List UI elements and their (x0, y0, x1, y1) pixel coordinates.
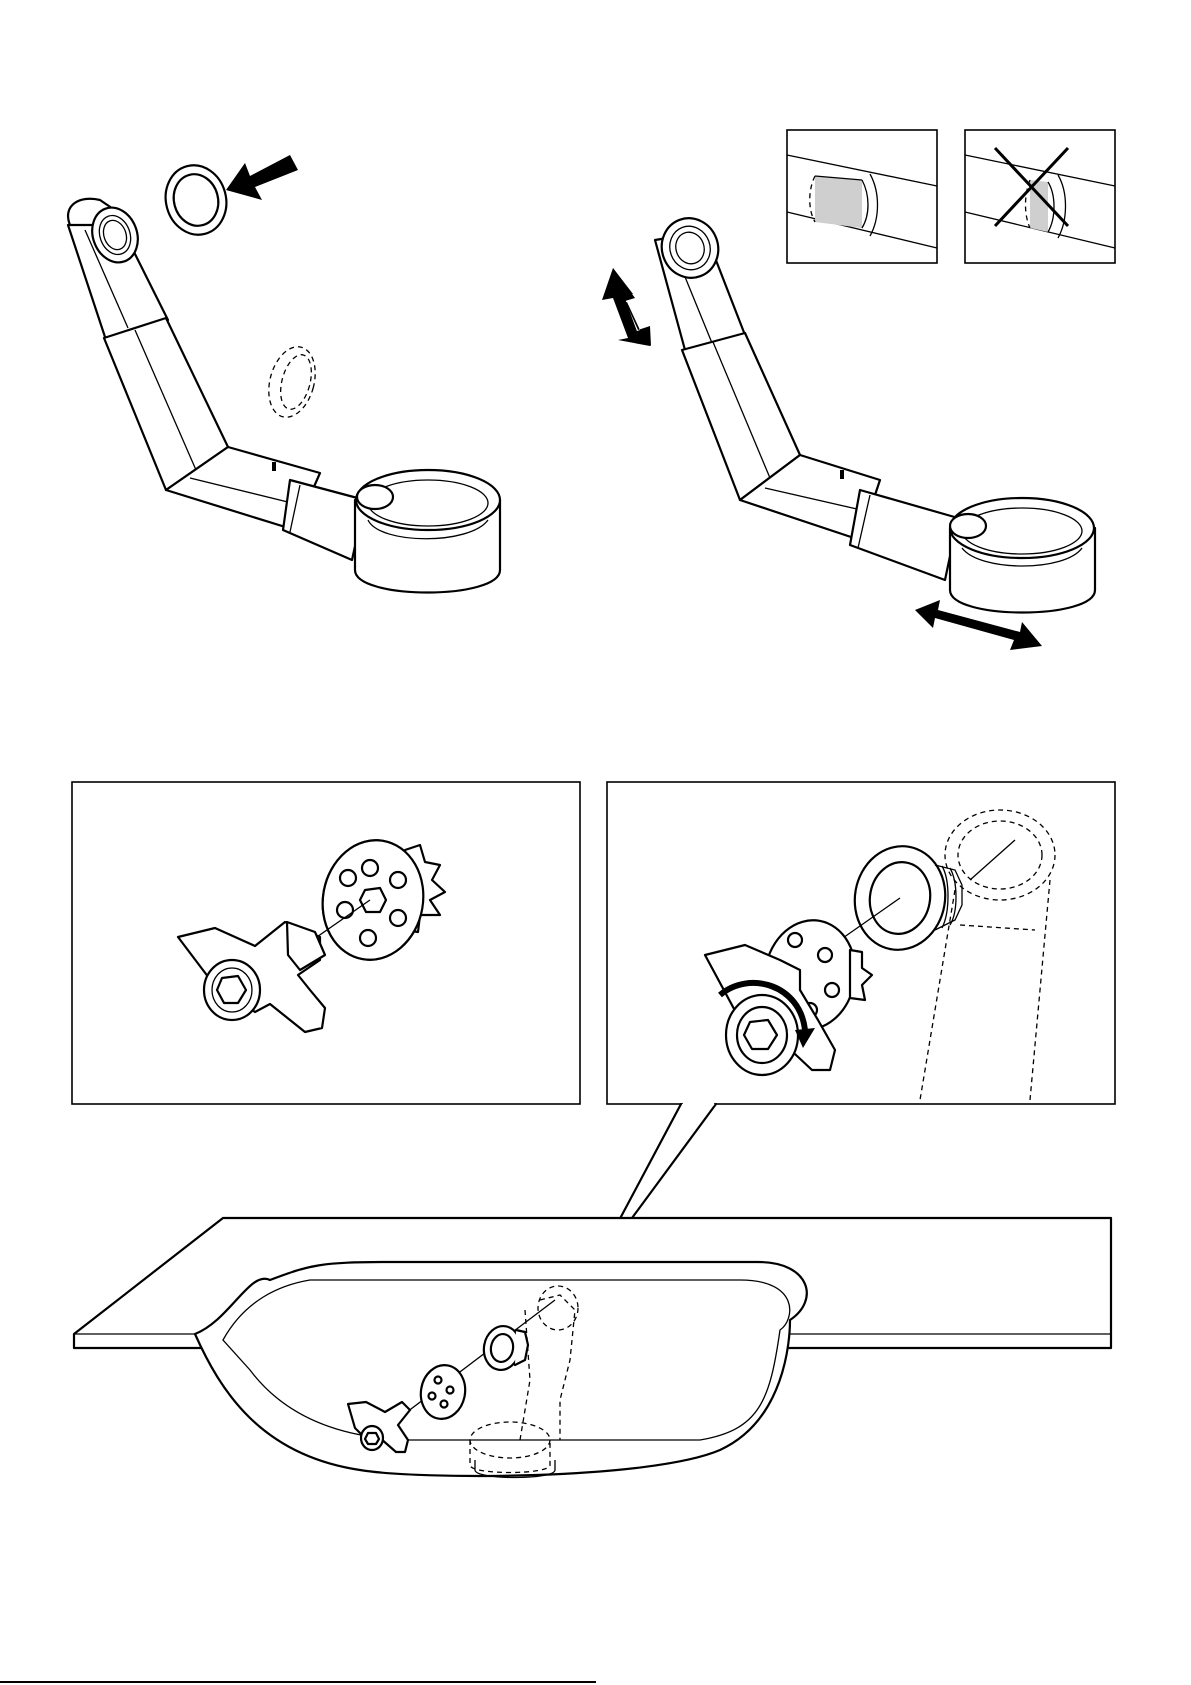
step-insert-gasket-figure (68, 155, 500, 593)
detail-tighten-outlet-figure (607, 782, 1115, 1104)
arrow-icon (226, 155, 298, 200)
basin-overview-figure (74, 1218, 1111, 1478)
step-adjust-length-figure (602, 130, 1115, 650)
detail-key-assembly-figure (72, 782, 580, 1104)
